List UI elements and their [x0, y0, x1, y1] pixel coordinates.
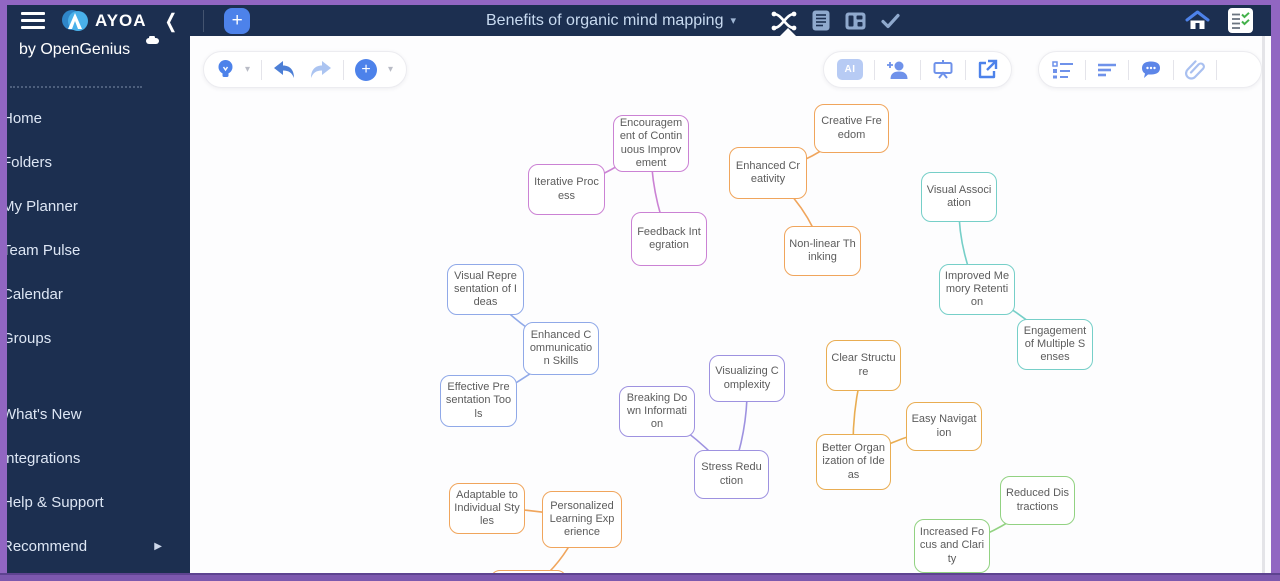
top-bar: AYOA ❮ + Benefits of organic mind mappin…: [7, 5, 1271, 36]
sidebar-item-label: What's New: [7, 405, 82, 423]
mindmap-node-effective-presentation[interactable]: Effective Presentation Tools: [440, 375, 517, 427]
mindmap-node-stress-reduction[interactable]: Stress Reduction: [694, 450, 769, 499]
sidebar-item-team-pulse[interactable]: Team Pulse: [7, 228, 190, 272]
cloud-icon: [146, 36, 159, 44]
mindmap-node-engagement[interactable]: Engagement of Multiple Senses: [1017, 319, 1093, 370]
mindmap-node-visual-association[interactable]: Visual Association: [921, 172, 997, 222]
mindmap-node-better-organization[interactable]: Better Organization of Ideas: [816, 434, 891, 490]
mindmap-node-encouragement[interactable]: Encouragement of Continuous Improvement: [613, 115, 689, 172]
bulb-options-caret[interactable]: ▾: [245, 64, 251, 75]
outline-view-icon[interactable]: [1052, 60, 1074, 79]
canvas-toolbar-group1: AI: [823, 51, 1012, 88]
mindmap-node-iterative[interactable]: Iterative Process: [528, 164, 605, 215]
sidebar-item-label: Integrations: [7, 449, 81, 467]
submenu-arrow-icon: ▶: [154, 540, 162, 552]
mindmap-node-clear-structure[interactable]: Clear Structure: [826, 340, 901, 391]
new-item-button[interactable]: +: [224, 7, 251, 34]
mindmap-node-adaptable[interactable]: Adaptable to Individual Styles: [449, 483, 525, 534]
mindmap-node-breaking-down[interactable]: Breaking Down Information: [619, 386, 695, 437]
mindmap-node-reduced-distractions[interactable]: Reduced Distractions: [1000, 476, 1075, 525]
attachments-icon[interactable]: [1185, 59, 1205, 80]
sidebar-item-home[interactable]: Home: [7, 96, 190, 140]
chevron-down-icon: ▾: [730, 15, 736, 27]
align-text-icon[interactable]: [1097, 63, 1117, 77]
sidebar-divider: [10, 86, 142, 88]
mindmap-canvas[interactable]: ▾ + ▾ AI: [190, 36, 1271, 573]
mindmap-node-increased-focus[interactable]: Increased Focus and Clarity: [914, 519, 990, 573]
share-export-icon[interactable]: [977, 59, 998, 80]
add-collaborator-icon[interactable]: [886, 60, 909, 80]
idea-bulb-icon[interactable]: [217, 59, 234, 81]
comments-icon[interactable]: [1140, 60, 1162, 79]
sidebar-item-calendar[interactable]: Calendar: [7, 272, 190, 316]
sidebar-item-label: Help & Support: [7, 493, 104, 511]
bottom-frame-bar: [0, 573, 1280, 581]
sidebar-item-integrations[interactable]: Integrations: [7, 436, 190, 480]
mindmap-node-non-linear[interactable]: Non-linear Thinking: [784, 226, 861, 276]
mindmap-node-visualizing-complexity[interactable]: Visualizing Complexity: [709, 355, 785, 402]
map-title-dropdown[interactable]: Benefits of organic mind mapping ▾: [486, 5, 736, 36]
sidebar-item-my-planner[interactable]: My Planner: [7, 184, 190, 228]
tasks-check-icon[interactable]: [881, 13, 900, 29]
map-title: Benefits of organic mind mapping: [486, 11, 724, 29]
sidebar-item-label: Team Pulse: [7, 241, 81, 259]
active-view-indicator: [780, 28, 796, 36]
ai-assistant-icon[interactable]: AI: [837, 59, 863, 80]
collapse-sidebar-icon[interactable]: ❮: [164, 10, 178, 33]
mindmap-node-easy-navigation[interactable]: Easy Navigation: [906, 402, 982, 451]
undo-icon[interactable]: [273, 60, 297, 79]
opengenius-tagline: by OpenGenius: [19, 41, 131, 58]
sidebar-item-label: Home: [7, 109, 43, 127]
add-node-caret[interactable]: ▾: [388, 64, 394, 75]
redo-icon[interactable]: [308, 60, 332, 79]
present-icon[interactable]: [932, 59, 954, 80]
topbar-divider: [203, 9, 205, 32]
mindmap-view-icon[interactable]: [771, 11, 797, 31]
ayoa-logo-icon: [62, 9, 88, 31]
sidebar-item-groups[interactable]: Groups: [7, 316, 190, 360]
canvas-toolbar-left: ▾ + ▾: [203, 51, 408, 88]
mindmap-node-personalized[interactable]: Personalized Learning Experience: [542, 491, 622, 548]
mindmap-node-creative-freedom[interactable]: Creative Freedom: [814, 104, 889, 153]
sidebar-item-folders[interactable]: Folders: [7, 140, 190, 184]
sidebar-item-label: Folders: [7, 153, 53, 171]
notes-view-icon[interactable]: [812, 10, 830, 31]
mindmap-node-enhanced-communication[interactable]: Enhanced Communication Skills: [523, 322, 599, 375]
hamburger-menu-icon[interactable]: [21, 12, 45, 29]
home-icon[interactable]: [1185, 10, 1210, 31]
sidebar-item-label: My Planner: [7, 197, 78, 215]
mindmap-node-visual-representation[interactable]: Visual Representation of Ideas: [447, 264, 524, 315]
sidebar-item-label: Groups: [7, 329, 52, 347]
sidebar-item-whats-new[interactable]: What's New: [7, 392, 190, 436]
sidebar-item-label: Calendar: [7, 285, 63, 303]
sidebar-item-help-support[interactable]: Help & Support: [7, 480, 190, 524]
task-list-icon[interactable]: [1228, 8, 1253, 33]
add-node-icon[interactable]: +: [355, 58, 378, 81]
ayoa-logo-text: AYOA: [95, 10, 147, 30]
board-view-icon[interactable]: [845, 12, 866, 30]
sidebar-item-recommend[interactable]: Recommend ▶: [7, 524, 190, 568]
canvas-scrollbar[interactable]: [1262, 36, 1265, 573]
mindmap-node-feedback[interactable]: Feedback Integration: [631, 212, 707, 266]
mindmap-node-enhanced-creativity[interactable]: Enhanced Creativity: [729, 147, 807, 199]
canvas-toolbar-group2: [1038, 51, 1262, 88]
mindmap-node-improved-memory[interactable]: Improved Memory Retention: [939, 264, 1015, 315]
ayoa-logo[interactable]: AYOA: [61, 9, 147, 33]
sidebar-item-label: Recommend: [7, 537, 88, 555]
